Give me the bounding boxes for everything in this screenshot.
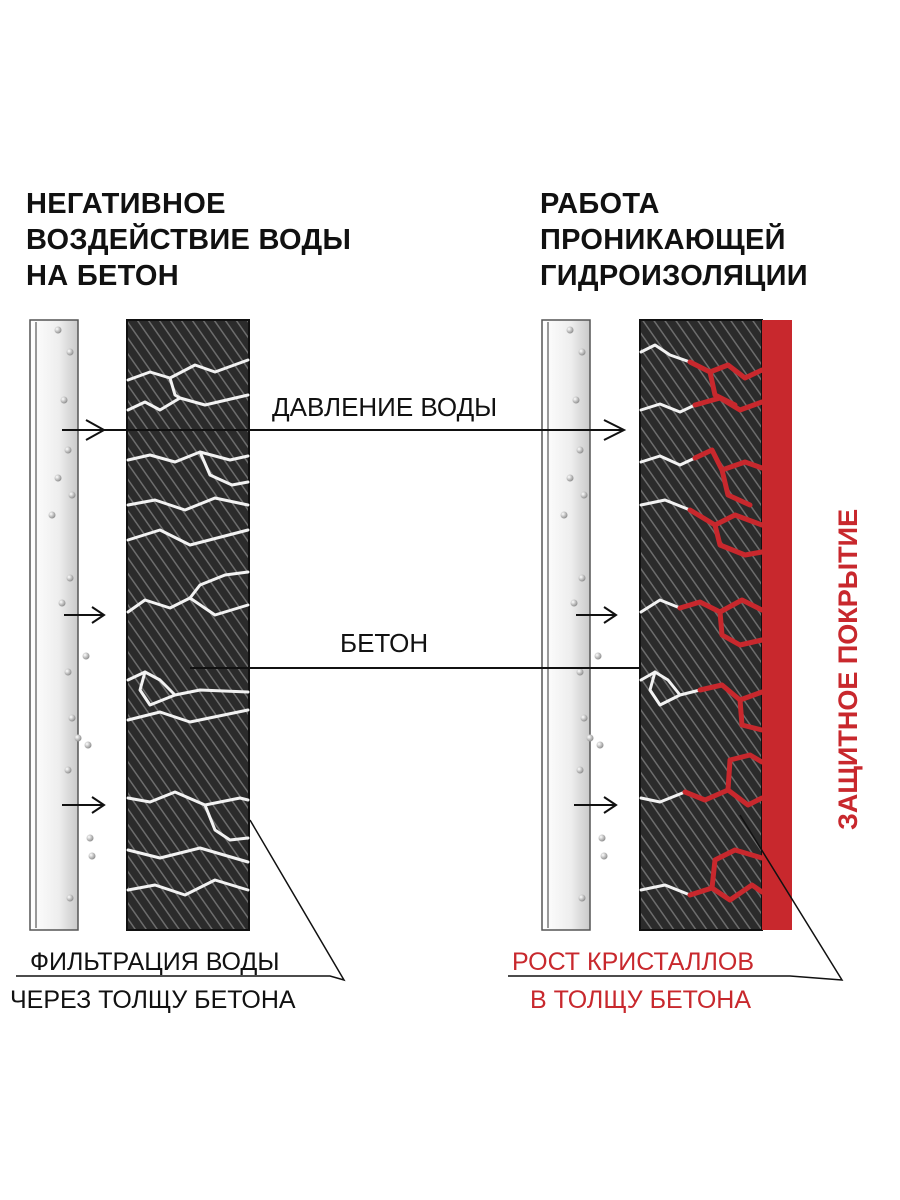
- water-layer-right: [541, 319, 591, 931]
- crystal-growth: [677, 359, 765, 903]
- water-cracks-right: [639, 343, 702, 897]
- water-layer-left: [29, 319, 79, 931]
- concrete-block-left: [126, 319, 250, 931]
- filtration-caption-line2: ЧЕРЕЗ ТОЛЩУ БЕТОНА: [10, 986, 296, 1014]
- protective-coating-layer: [762, 320, 792, 930]
- title-negative-effect: НЕГАТИВНОЕ ВОЗДЕЙСТВИЕ ВОДЫ НА БЕТОН: [26, 186, 351, 294]
- caption-leader-lines: [16, 814, 844, 982]
- protective-coating-label: ЗАЩИТНОЕ ПОКРЫТИЕ: [833, 509, 863, 830]
- title-line: НА БЕТОН: [26, 260, 180, 292]
- title-line: НЕГАТИВНОЕ: [26, 188, 226, 220]
- concrete-block-right: [639, 319, 763, 931]
- title-line: ВОЗДЕЙСТВИЕ ВОДЫ: [26, 224, 352, 256]
- title-penetrating-waterproofing: РАБОТА ПРОНИКАЮЩЕЙ ГИДРОИЗОЛЯЦИИ: [540, 186, 808, 294]
- small-arrows: [62, 606, 618, 814]
- water-bubbles-right: [560, 326, 608, 902]
- title-line: ПРОНИКАЮЩЕЙ: [540, 224, 786, 256]
- crystals-caption-line2: В ТОЛЩУ БЕТОНА: [530, 986, 751, 1014]
- filtration-caption-line1: ФИЛЬТРАЦИЯ ВОДЫ: [30, 948, 280, 976]
- concrete-label: БЕТОН: [340, 628, 428, 658]
- title-line: РАБОТА: [540, 188, 660, 220]
- water-cracks-left: [126, 358, 250, 897]
- water-bubbles-left: [48, 326, 96, 902]
- crystals-caption-line1: РОСТ КРИСТАЛЛОВ: [512, 948, 754, 976]
- water-pressure-arrow: [62, 419, 627, 441]
- water-pressure-label: ДАВЛЕНИЕ ВОДЫ: [272, 392, 497, 422]
- title-line: ГИДРОИЗОЛЯЦИИ: [540, 260, 808, 292]
